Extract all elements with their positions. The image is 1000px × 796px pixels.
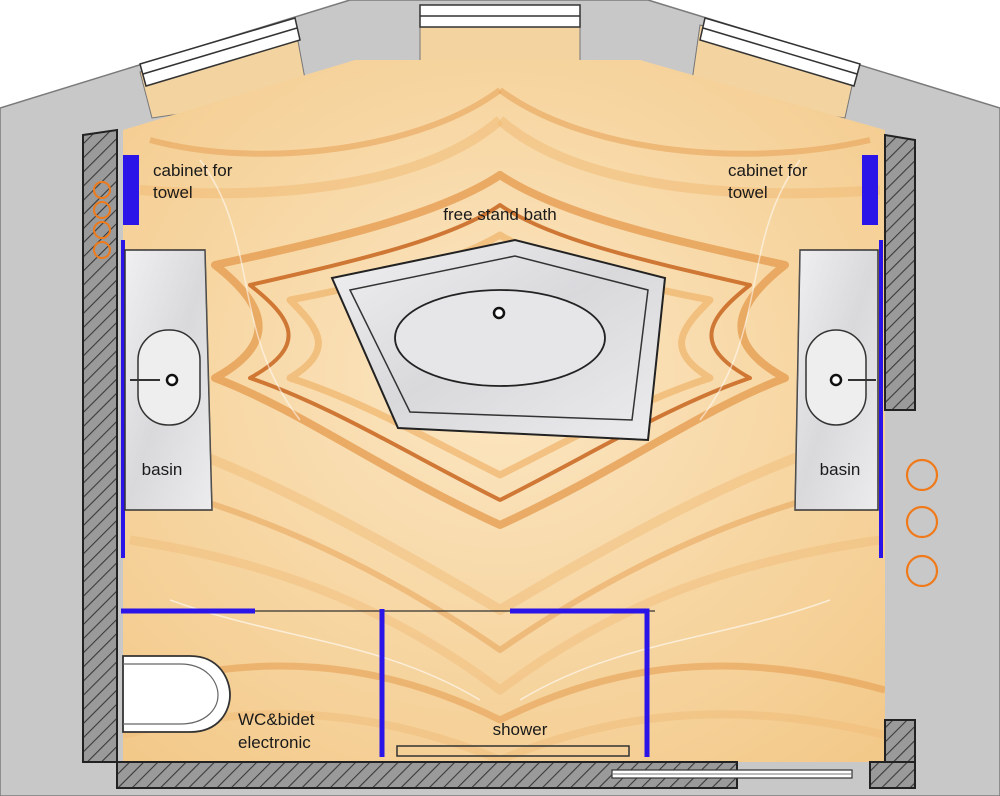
wall-right-upper [884,133,916,411]
bath-label: free stand bath [443,205,556,224]
cabinet-left-label-line2: towel [153,183,193,202]
towel-cabinet-icon [862,155,878,225]
basin-left-label: basin [142,460,183,479]
drain-icon [829,373,843,387]
basin-right-label: basin [820,460,861,479]
basin-left [124,249,213,511]
shower-tray-edge [396,745,630,757]
heater-ring-icon [905,458,939,588]
cabinet-right-label-line2: towel [728,183,768,202]
door-icon [611,769,853,779]
drain-icon [165,373,179,387]
cabinet-left-label-line1: cabinet for [153,161,233,180]
basin-right [794,249,879,511]
drain-icon [492,306,506,320]
wall-bottom [116,761,738,789]
wall-left [82,128,118,763]
towel-cabinet-icon [123,155,139,225]
heater-ring-icon [93,181,111,259]
wall-bottom-right [869,761,916,789]
basin-wall-strip-right [879,240,883,558]
cabinet-right-label-line1: cabinet for [728,161,808,180]
free-stand-bath [330,238,667,442]
wall-right-lower [884,719,916,763]
partition-blue-shower [510,608,650,757]
wc-bidet [122,655,231,733]
wc-label-line2: electronic [238,733,311,752]
wc-label-line1: WC&bidet [238,710,315,729]
window-icon [139,4,861,87]
shower-label: shower [493,720,548,739]
basin-wall-strip-left [121,240,125,558]
